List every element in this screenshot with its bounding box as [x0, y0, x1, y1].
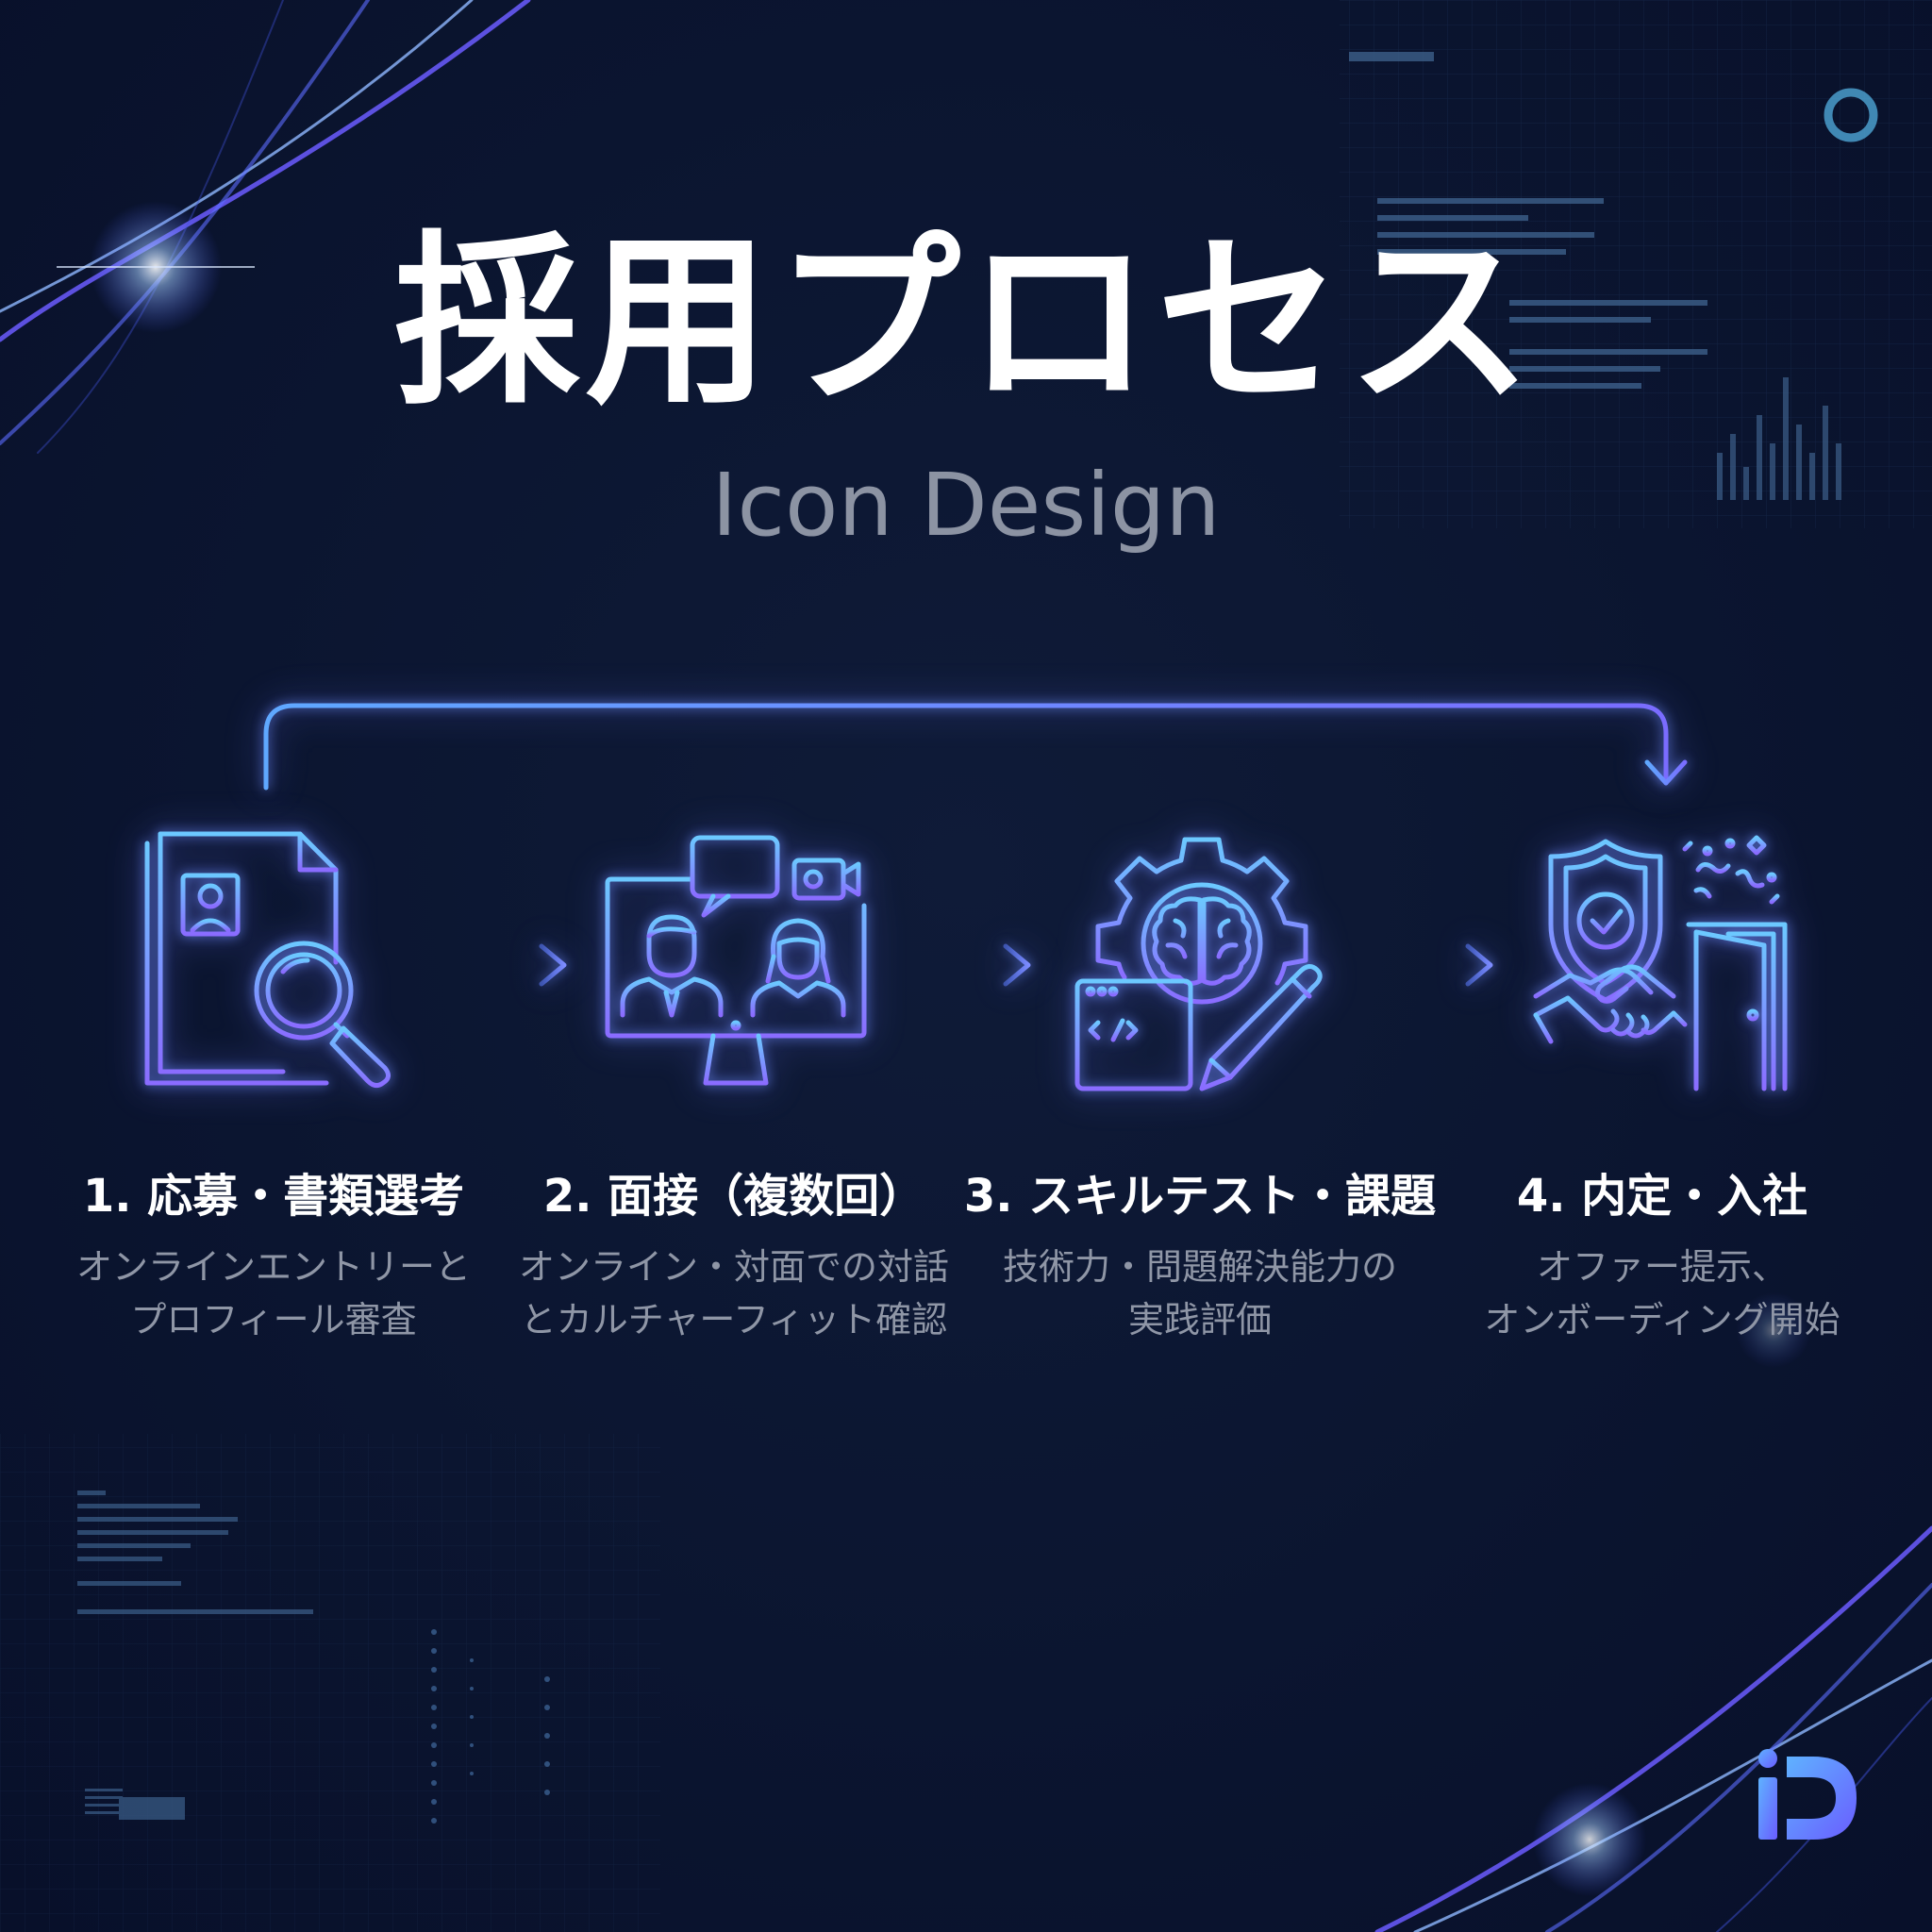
- step-3-description: 技術力・問題解決能力の 実践評価: [955, 1241, 1445, 1346]
- step-4-description: オファー提示、 オンボーディング開始: [1417, 1241, 1907, 1346]
- offer-onboarding-icon: [1533, 835, 1793, 1091]
- step-2-desc-line: オンライン・対面での対話: [518, 1246, 949, 1288]
- arrow-2-3: [901, 943, 1031, 987]
- step-4-desc-line: オファー提示、: [1536, 1246, 1788, 1288]
- step-3-desc-line: 実践評価: [1127, 1299, 1272, 1341]
- id-logo-icon: [1758, 1749, 1857, 1840]
- arrow-1-2: [441, 943, 567, 987]
- page-subtitle: Icon Design: [711, 455, 1221, 556]
- step-2-title: 2. 面接（複数回）: [542, 1170, 925, 1223]
- resume-search-icon: [144, 831, 391, 1089]
- step-4-title: 4. 内定・入社: [1516, 1170, 1808, 1223]
- step-1-desc-line: プロフィール審査: [130, 1299, 417, 1341]
- video-interview-icon: [605, 835, 867, 1086]
- step-2-description: オンライン・対面での対話 とカルチャーフィット確認: [489, 1241, 979, 1346]
- step-1-desc-line: オンラインエントリーと: [75, 1246, 471, 1288]
- page-title: 採用プロセス: [393, 215, 1538, 430]
- loop-arrow: [263, 703, 1688, 791]
- step-1-description: オンラインエントリーと プロフィール審査: [28, 1241, 519, 1346]
- step-1-title: 1. 応募・書類選考: [82, 1170, 465, 1223]
- arrow-3-4: [1363, 943, 1493, 987]
- skill-test-icon: [1074, 837, 1323, 1091]
- step-3-desc-line: 技術力・問題解決能力の: [1002, 1246, 1397, 1288]
- step-4-desc-line: オンボーディング開始: [1484, 1299, 1840, 1341]
- step-2-desc-line: とカルチャーフィット確認: [520, 1299, 948, 1341]
- step-3-title: 3. スキルテスト・課題: [963, 1170, 1437, 1223]
